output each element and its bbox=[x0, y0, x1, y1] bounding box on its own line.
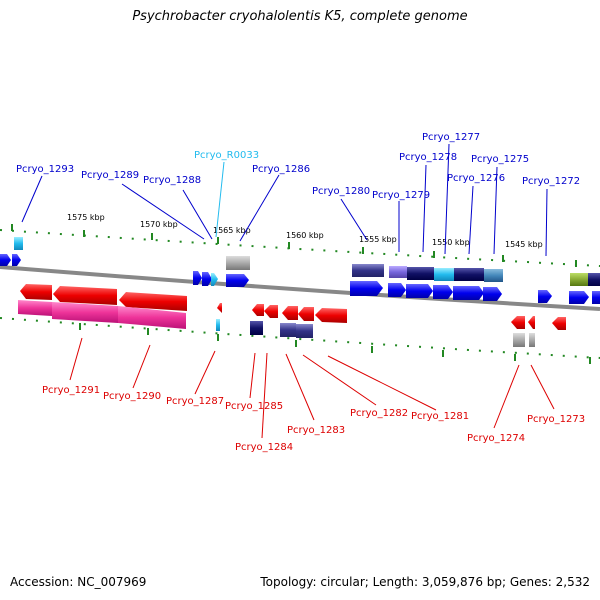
scale-label-1560: 1560 kbp bbox=[286, 231, 324, 240]
genome-title: Psychrobacter cryohalolentis K5, complet… bbox=[132, 9, 468, 24]
scale-label-1570: 1570 kbp bbox=[140, 220, 178, 229]
outer-scale-ticks bbox=[0, 224, 600, 267]
gene-label-pcryo-1291[interactable]: Pcryo_1291 bbox=[42, 385, 100, 396]
genome-stats-text: Topology: circular; Length: 3,059,876 bp… bbox=[260, 575, 590, 589]
scale-labels: 1575 kbp 1570 kbp 1565 kbp 1560 kbp 1555… bbox=[67, 213, 543, 249]
gene-label-pcryo-1286[interactable]: Pcryo_1286 bbox=[252, 164, 310, 175]
gene-label-pcryo-1290[interactable]: Pcryo_1290 bbox=[103, 391, 161, 402]
reverse-genes bbox=[20, 284, 566, 330]
gene-label-pcryo-r0033[interactable]: Pcryo_R0033 bbox=[194, 150, 259, 161]
genome-backbone bbox=[0, 265, 600, 311]
gene-label-pcryo-1293[interactable]: Pcryo_1293 bbox=[16, 164, 74, 175]
accession-text: Accession: NC_007969 bbox=[10, 575, 147, 589]
gene-label-pcryo-1289[interactable]: Pcryo_1289 bbox=[81, 170, 139, 181]
gene-label-pcryo-1279[interactable]: Pcryo_1279 bbox=[372, 190, 430, 201]
gene-label-pcryo-1287[interactable]: Pcryo_1287 bbox=[166, 396, 224, 407]
top-leader-lines bbox=[21, 143, 548, 257]
top-gene-labels: Pcryo_1293 Pcryo_1289 Pcryo_1288 Pcryo_R… bbox=[16, 132, 580, 201]
gene-label-pcryo-1276[interactable]: Pcryo_1276 bbox=[447, 173, 505, 184]
gene-label-pcryo-1274[interactable]: Pcryo_1274 bbox=[467, 433, 525, 444]
gene-label-pcryo-1282[interactable]: Pcryo_1282 bbox=[350, 408, 408, 419]
scale-label-1555: 1555 kbp bbox=[359, 235, 397, 244]
scale-label-1565: 1565 kbp bbox=[213, 226, 251, 235]
bottom-gene-labels: Pcryo_1291 Pcryo_1290 Pcryo_1287 Pcryo_1… bbox=[42, 385, 585, 453]
forward-genes bbox=[0, 254, 600, 304]
forward-cog-band bbox=[14, 237, 600, 286]
gene-label-pcryo-1284[interactable]: Pcryo_1284 bbox=[235, 442, 293, 453]
gene-label-pcryo-1277[interactable]: Pcryo_1277 bbox=[422, 132, 480, 143]
inner-scale-ticks bbox=[0, 317, 600, 364]
gene-label-pcryo-1288[interactable]: Pcryo_1288 bbox=[143, 175, 201, 186]
gene-label-pcryo-1283[interactable]: Pcryo_1283 bbox=[287, 425, 345, 436]
gene-label-pcryo-1285[interactable]: Pcryo_1285 bbox=[225, 401, 283, 412]
gene-label-pcryo-1278[interactable]: Pcryo_1278 bbox=[399, 152, 457, 163]
scale-label-1575: 1575 kbp bbox=[67, 213, 105, 222]
gene-label-pcryo-1280[interactable]: Pcryo_1280 bbox=[312, 186, 370, 197]
reverse-cog-band bbox=[18, 300, 535, 347]
scale-label-1545: 1545 kbp bbox=[505, 240, 543, 249]
gene-label-pcryo-1273[interactable]: Pcryo_1273 bbox=[527, 414, 585, 425]
gene-label-pcryo-1281[interactable]: Pcryo_1281 bbox=[411, 411, 469, 422]
gene-label-pcryo-1275[interactable]: Pcryo_1275 bbox=[471, 154, 529, 165]
bottom-leader-lines bbox=[69, 337, 555, 439]
gene-label-pcryo-1272[interactable]: Pcryo_1272 bbox=[522, 176, 580, 187]
scale-label-1550: 1550 kbp bbox=[432, 238, 470, 247]
